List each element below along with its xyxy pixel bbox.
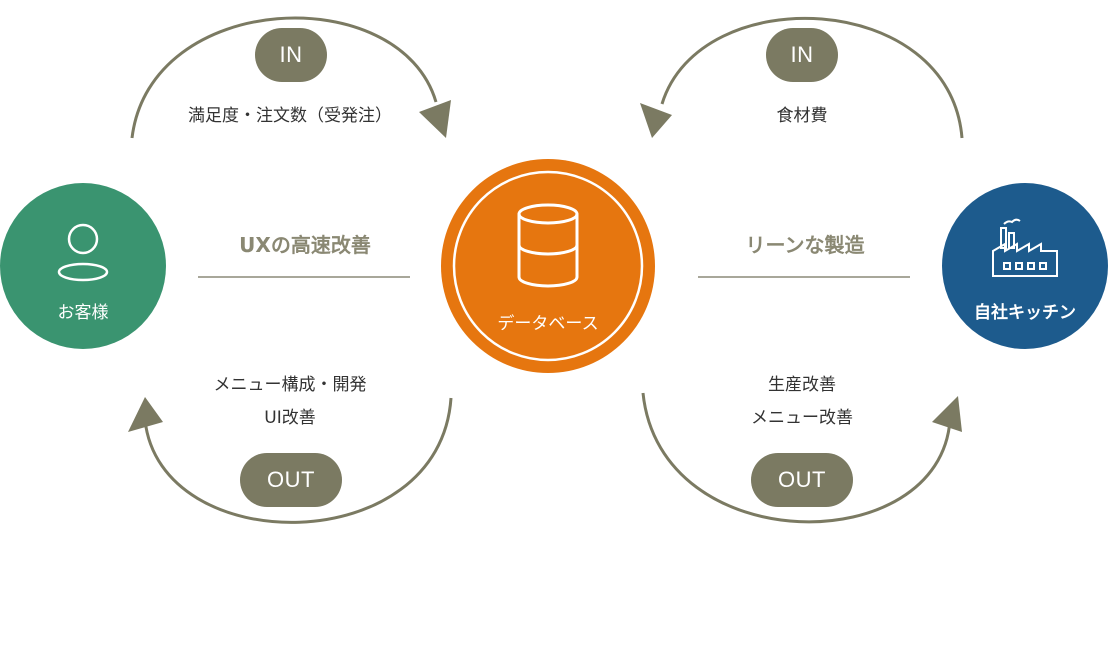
right-out-arrow bbox=[641, 392, 952, 524]
kitchen-circle bbox=[942, 183, 1108, 349]
left-out-text-line1: メニュー構成・開発 bbox=[213, 375, 367, 395]
database-icon bbox=[517, 203, 579, 288]
left-divider bbox=[198, 276, 410, 278]
kitchen-label: 自社キッチン bbox=[974, 303, 1076, 323]
left-in-arrow bbox=[130, 16, 438, 139]
person-icon bbox=[57, 223, 109, 282]
customer-circle bbox=[0, 183, 166, 349]
database-circle bbox=[441, 159, 655, 373]
database-label: データベース bbox=[497, 314, 599, 334]
factory-icon bbox=[992, 218, 1058, 277]
left-in-badge: IN bbox=[255, 28, 327, 82]
right-section-heading: リーンな製造 bbox=[745, 233, 865, 257]
left-out-arrowhead bbox=[128, 397, 163, 432]
right-in-badge: IN bbox=[766, 28, 838, 82]
right-out-badge: OUT bbox=[751, 453, 853, 507]
right-in-arrow bbox=[660, 16, 964, 139]
right-in-arrowhead bbox=[640, 103, 672, 138]
database-inner-ring bbox=[452, 170, 644, 362]
left-out-badge: OUT bbox=[240, 453, 342, 507]
customer-label: お客様 bbox=[57, 303, 109, 323]
right-out-text-line1: 生産改善 bbox=[768, 375, 836, 395]
right-out-arrowhead bbox=[932, 396, 962, 432]
left-in-arrowhead bbox=[419, 100, 451, 138]
right-out-text-line2: メニュー改善 bbox=[751, 408, 853, 428]
right-in-text: 食材費 bbox=[776, 106, 828, 126]
left-section-heading: UXの高速改善 bbox=[239, 233, 371, 257]
right-divider bbox=[698, 276, 910, 278]
left-out-text-line2: UI改善 bbox=[264, 408, 316, 428]
left-out-arrow bbox=[143, 397, 453, 524]
left-in-text: 満足度・注文数（受発注） bbox=[188, 106, 392, 126]
